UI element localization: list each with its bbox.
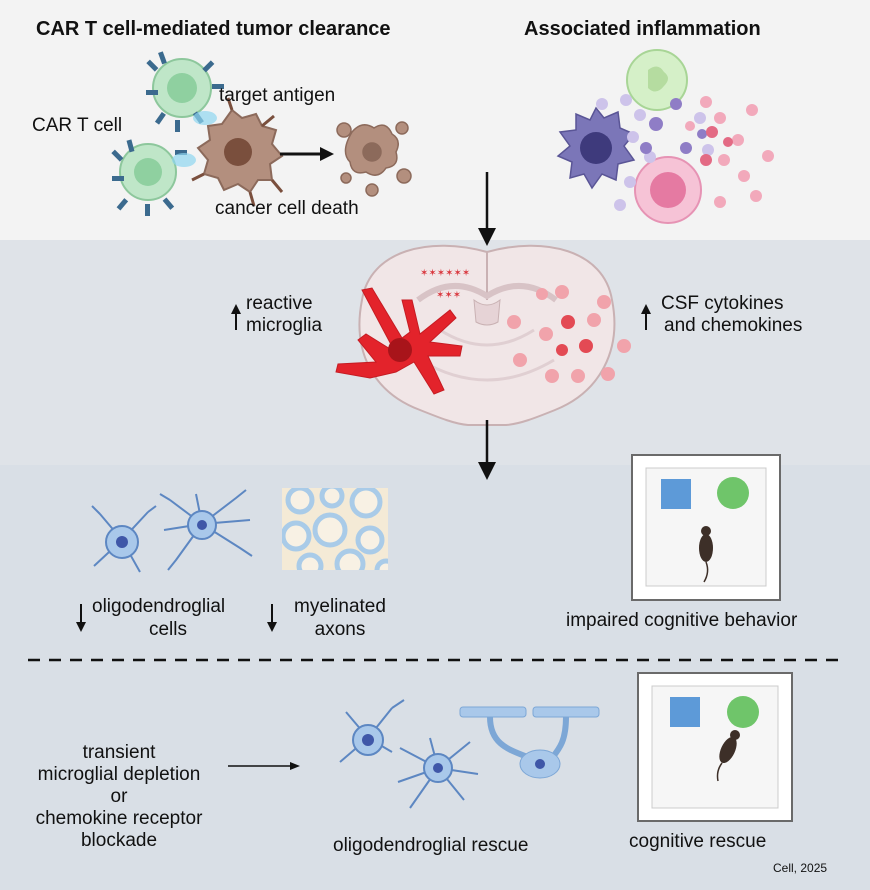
up-arrow-microglia xyxy=(231,304,241,330)
right-title: Associated inflammation xyxy=(524,18,761,40)
intervention-line-4: chemokine receptor xyxy=(35,808,203,829)
behavior-label: impaired cognitive behavior xyxy=(566,610,798,631)
inflammation-cluster xyxy=(556,49,774,224)
car-t-cell-upper xyxy=(146,51,224,132)
intervention-text: transient microglial depletion or chemok… xyxy=(16,742,222,852)
csf-label-line1: CSF cytokines xyxy=(661,293,784,314)
down-arrow-myelin xyxy=(267,604,277,632)
death-arrowhead xyxy=(320,147,334,161)
cognitive-rescue-label: cognitive rescue xyxy=(629,831,767,852)
rescue-oligo-large xyxy=(397,737,479,809)
antigen-label: target antigen xyxy=(219,85,336,106)
csf-label-line2: and chemokines xyxy=(664,315,803,336)
oligo-cell-large xyxy=(159,489,253,571)
dying-cell-fragments xyxy=(336,121,412,197)
oligo-label-line2: cells xyxy=(148,619,188,640)
left-title: CAR T cell-mediated tumor clearance xyxy=(36,18,391,40)
cancer-cell xyxy=(191,97,284,207)
rescue-oligo-small xyxy=(339,699,405,763)
intervention-line-2: microglial depletion xyxy=(37,764,201,785)
intervention-line-5: blockade xyxy=(80,830,158,851)
intervention-line-3: or xyxy=(110,786,128,807)
oligo-rescue-label: oligodendroglial rescue xyxy=(333,835,529,856)
myelin-label-line1: myelinated xyxy=(294,596,386,617)
down-arrow-2-head xyxy=(478,462,496,480)
behavior-arena-rescue xyxy=(637,672,793,822)
microglia-label-line1: reactive xyxy=(246,293,313,314)
citation: Cell, 2025 xyxy=(773,861,828,875)
up-arrow-csf xyxy=(641,304,651,330)
down-arrow-oligo xyxy=(76,604,86,632)
brain-cytokines xyxy=(507,285,631,383)
reactive-microglia xyxy=(335,287,463,395)
car-t-cell-lower xyxy=(111,139,196,216)
death-label: cancer cell death xyxy=(215,198,359,219)
oligo-cell-small xyxy=(91,505,157,573)
microglia-label-line2: microglia xyxy=(246,315,323,336)
svg-text:✶✶✶: ✶✶✶ xyxy=(436,290,461,301)
car-t-label: CAR T cell xyxy=(32,115,123,136)
svg-text:✶✶✶✶✶✶: ✶✶✶✶✶✶ xyxy=(420,268,470,279)
rescue-myelinating-oligo xyxy=(459,706,600,779)
myelin-label-line2: axons xyxy=(314,619,366,640)
oligo-label-line1: oligodendroglial xyxy=(92,596,226,617)
rescue-arrowhead xyxy=(290,762,300,770)
myelin-tile xyxy=(282,488,388,570)
down-arrow-1-head xyxy=(478,228,496,246)
intervention-line-1: transient xyxy=(82,742,156,763)
behavior-arena-impaired xyxy=(631,454,781,601)
